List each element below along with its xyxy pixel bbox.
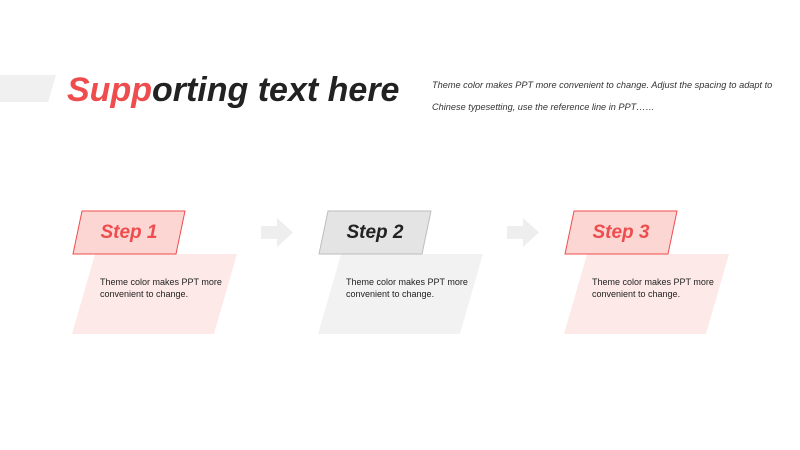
- step-3-label-shape: [564, 210, 678, 255]
- header-description: Theme color makes PPT more convenient to…: [432, 80, 773, 112]
- step-1-panel: [72, 254, 237, 334]
- step-card-3: Theme color makes PPT more convenient to…: [564, 210, 734, 336]
- step-card-1: Theme color makes PPT more convenient to…: [72, 210, 242, 336]
- right-arrow-icon: [261, 218, 293, 247]
- step-3-text: Theme color makes PPT more convenient to…: [592, 277, 714, 300]
- step-2-panel: [318, 254, 483, 334]
- decorative-bar: [0, 75, 56, 102]
- title-rest: orting text here: [151, 71, 400, 109]
- step-1-label-box: Step 1: [72, 210, 186, 255]
- title-accent: Supp: [67, 71, 152, 109]
- step-card-2: Theme color makes PPT more convenient to…: [318, 210, 488, 336]
- step-2-label-box: Step 2: [318, 210, 432, 255]
- step-3-label-box: Step 3: [564, 210, 678, 255]
- page-title: Supporting text here: [67, 68, 399, 112]
- step-1-text: Theme color makes PPT more convenient to…: [100, 277, 222, 300]
- step-2-label: Step 2: [346, 222, 404, 243]
- step-3-panel: [564, 254, 729, 334]
- step-2-label-shape: [318, 210, 432, 255]
- step-3-label: Step 3: [592, 222, 650, 243]
- step-1-label: Step 1: [100, 222, 158, 243]
- step-2-text: Theme color makes PPT more convenient to…: [346, 277, 468, 300]
- step-1-label-shape: [72, 210, 186, 255]
- right-arrow-icon: [507, 218, 539, 247]
